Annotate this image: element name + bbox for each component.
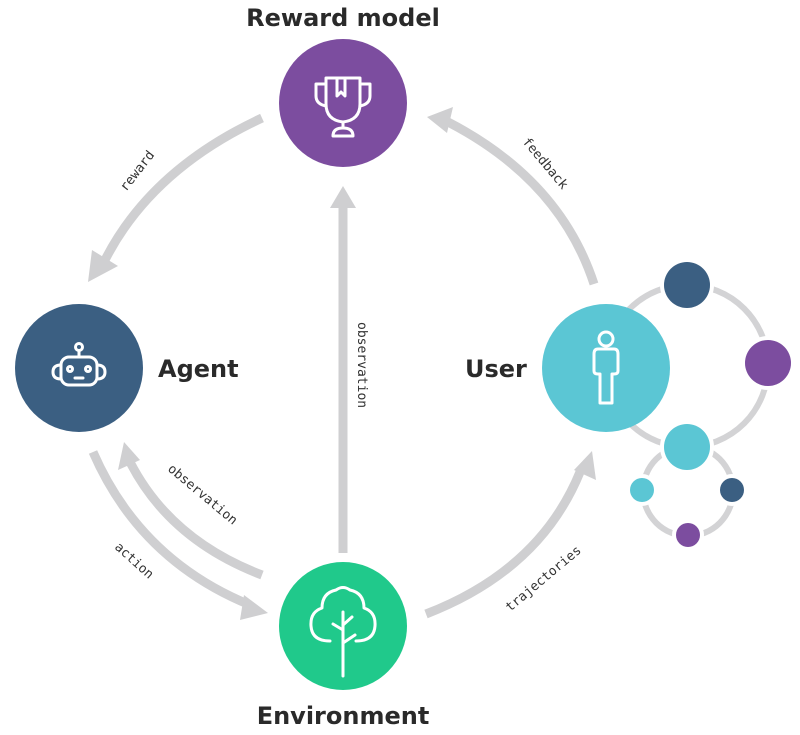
user-node[interactable] xyxy=(542,304,670,432)
environment-node[interactable] xyxy=(279,562,407,690)
user-label: User xyxy=(465,355,527,383)
environment-label: Environment xyxy=(257,702,430,730)
trajectories-arrow xyxy=(424,451,596,619)
agent-label: Agent xyxy=(158,355,239,383)
user-circle xyxy=(542,304,670,432)
network-dot-navy-small xyxy=(720,478,744,502)
trophy-icon xyxy=(314,76,372,138)
person-icon xyxy=(592,330,620,405)
action-arrow xyxy=(88,450,268,620)
observation-vertical-arrow xyxy=(330,186,356,553)
network-dot-cyan-small xyxy=(630,478,654,502)
reward-model-circle xyxy=(279,39,407,167)
trajectories-edge-label: trajectories xyxy=(503,543,585,615)
observation-to-agent-arrow xyxy=(118,442,264,580)
agent-node[interactable] xyxy=(15,304,143,432)
observation-vertical-edge-label: observation xyxy=(354,322,369,408)
action-edge-label: action xyxy=(111,540,156,583)
network-dot-purple-large xyxy=(745,340,791,386)
robot-icon xyxy=(51,342,107,387)
reward-model-node[interactable] xyxy=(279,39,407,167)
reward-edge-label: reward xyxy=(117,148,158,194)
reward-arrow xyxy=(88,113,264,282)
agent-circle xyxy=(15,304,143,432)
feedback-arrow xyxy=(427,107,599,286)
feedback-edge-label: feedback xyxy=(519,135,571,193)
tree-icon xyxy=(309,586,377,678)
network-dot-navy-large xyxy=(664,262,710,308)
reward-model-label: Reward model xyxy=(246,4,440,32)
network-dot-cyan-large xyxy=(664,424,710,470)
network-dot-purple-small xyxy=(676,523,700,547)
